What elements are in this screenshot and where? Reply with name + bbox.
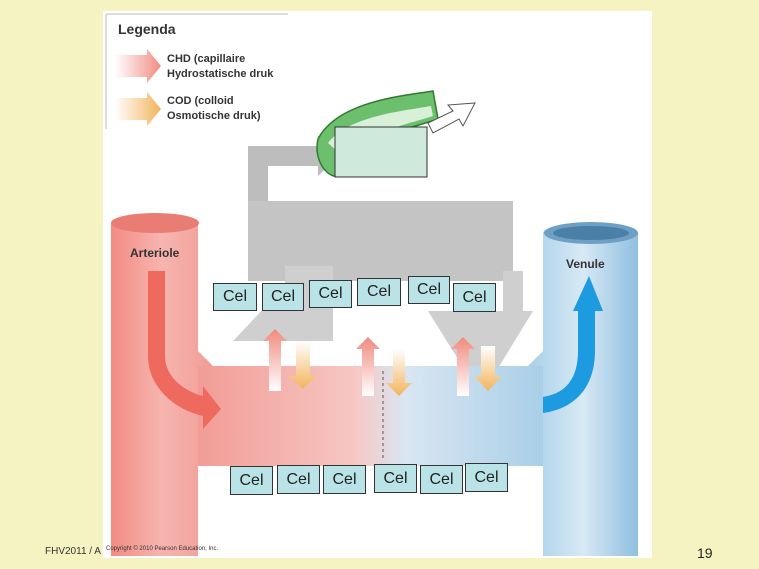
cell-box: Cel bbox=[465, 463, 508, 492]
arteriole-label: Arteriole bbox=[130, 246, 180, 260]
capillary-vessel bbox=[198, 366, 543, 466]
cell-box: Cel bbox=[408, 276, 450, 304]
venule-label: Venule bbox=[566, 257, 605, 271]
cod-arrow-middle bbox=[386, 349, 412, 396]
cell-box: Cel bbox=[230, 466, 273, 495]
cell-box: Cel bbox=[357, 278, 401, 306]
legend-title: Legenda bbox=[118, 21, 176, 37]
footer-course-label: FHV2011 / A bbox=[45, 546, 101, 557]
lymph-return-arrow bbox=[248, 136, 338, 206]
venule-flow-arrow-body bbox=[543, 311, 595, 413]
cell-box: Cel bbox=[453, 283, 496, 312]
venule-flow-arrow-head bbox=[573, 276, 603, 311]
cod-legend-line-2: Osmotische druk) bbox=[167, 110, 261, 122]
lymph-box bbox=[334, 126, 428, 178]
cell-box: Cel bbox=[420, 465, 463, 494]
chd-legend-label: CHD (capillaire Hydrostatische druk bbox=[167, 52, 273, 82]
chd-legend-line-2: Hydrostatische druk bbox=[167, 68, 274, 80]
diagram-panel: Legenda CHD (capillaire Hydrostatische d… bbox=[103, 11, 652, 558]
grey-down-arrow bbox=[428, 271, 533, 396]
cell-box: Cel bbox=[309, 280, 352, 308]
chd-arrow-middle bbox=[356, 337, 380, 396]
cod-legend-line-1: COD (colloid bbox=[167, 95, 234, 107]
cod-legend-arrow bbox=[115, 92, 161, 126]
lymph-outflow-arrow bbox=[427, 102, 476, 134]
cell-box: Cel bbox=[374, 464, 417, 493]
cell-box: Cel bbox=[213, 283, 257, 311]
venule-lumen bbox=[553, 226, 629, 240]
cod-arrow-arterial bbox=[289, 341, 317, 389]
cod-legend-label: COD (colloid Osmotische druk) bbox=[167, 94, 261, 124]
arteriole-flow-arrow bbox=[148, 271, 221, 429]
chd-arrow-arterial bbox=[263, 329, 287, 391]
cod-arrow-venous bbox=[474, 346, 502, 391]
chd-arrow-venous bbox=[451, 337, 475, 396]
cell-box: Cel bbox=[277, 465, 320, 494]
chd-legend-arrow bbox=[115, 49, 161, 83]
page-number: 19 bbox=[697, 545, 713, 561]
cell-box: Cel bbox=[262, 283, 304, 311]
arteriole-opening bbox=[111, 213, 199, 233]
capillary-diagram bbox=[105, 13, 638, 556]
chd-legend-line-1: CHD (capillaire bbox=[167, 53, 246, 65]
cell-box: Cel bbox=[323, 465, 366, 494]
copyright-text: Copyright © 2010 Pearson Education, Inc. bbox=[106, 546, 219, 552]
